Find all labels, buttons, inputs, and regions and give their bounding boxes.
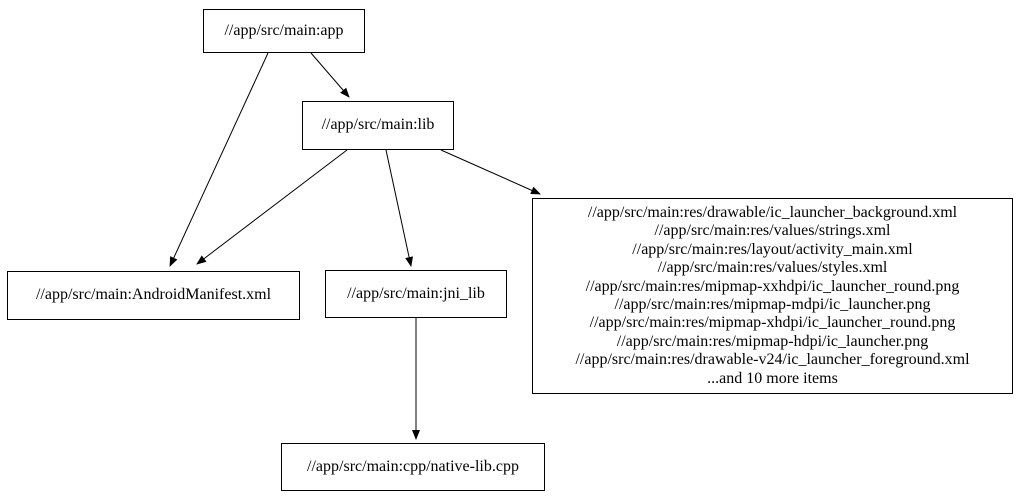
res-group-line: ...and 10 more items [707, 369, 838, 387]
res-group-line: //app/src/main:res/drawable/ic_launcher_… [587, 203, 958, 221]
node-lib-label: //app/src/main:lib [321, 116, 435, 134]
res-group-line: //app/src/main:res/mipmap-hdpi/ic_launch… [616, 332, 929, 350]
node-native-lib-cpp[interactable]: //app/src/main:cpp/native-lib.cpp [281, 443, 545, 491]
edge-lib-to-manifest [196, 149, 348, 265]
edge-app-to-lib [310, 52, 350, 98]
node-app-label: //app/src/main:app [224, 21, 344, 39]
node-android-manifest[interactable]: //app/src/main:AndroidManifest.xml [7, 271, 300, 320]
node-android-manifest-label: //app/src/main:AndroidManifest.xml [35, 286, 272, 304]
res-group-line: //app/src/main:res/values/strings.xml [654, 222, 891, 240]
res-group-line: //app/src/main:res/mipmap-xhdpi/ic_launc… [589, 314, 956, 332]
node-native-lib-cpp-label: //app/src/main:cpp/native-lib.cpp [307, 457, 519, 475]
edge-lib-to-res-group [440, 149, 541, 195]
node-app[interactable]: //app/src/main:app [203, 9, 365, 53]
edge-app-to-manifest [169, 52, 269, 267]
edge-lib-to-jni-lib [385, 149, 414, 267]
res-group-line: //app/src/main:res/mipmap-mdpi/ic_launch… [614, 296, 931, 313]
res-group-line: //app/src/main:res/mipmap-xxhdpi/ic_laun… [585, 277, 960, 295]
res-group-line: //app/src/main:res/drawable-v24/ic_launc… [575, 351, 970, 369]
node-jni-lib[interactable]: //app/src/main:jni_lib [325, 270, 507, 318]
res-group-line: //app/src/main:res/values/styles.xml [657, 259, 888, 277]
node-jni-lib-label: //app/src/main:jni_lib [347, 284, 485, 302]
node-lib[interactable]: //app/src/main:lib [302, 101, 454, 150]
res-group-line: //app/src/main:res/layout/activity_main.… [632, 240, 913, 258]
node-res-group[interactable]: //app/src/main:res/drawable/ic_launcher_… [532, 198, 1013, 394]
